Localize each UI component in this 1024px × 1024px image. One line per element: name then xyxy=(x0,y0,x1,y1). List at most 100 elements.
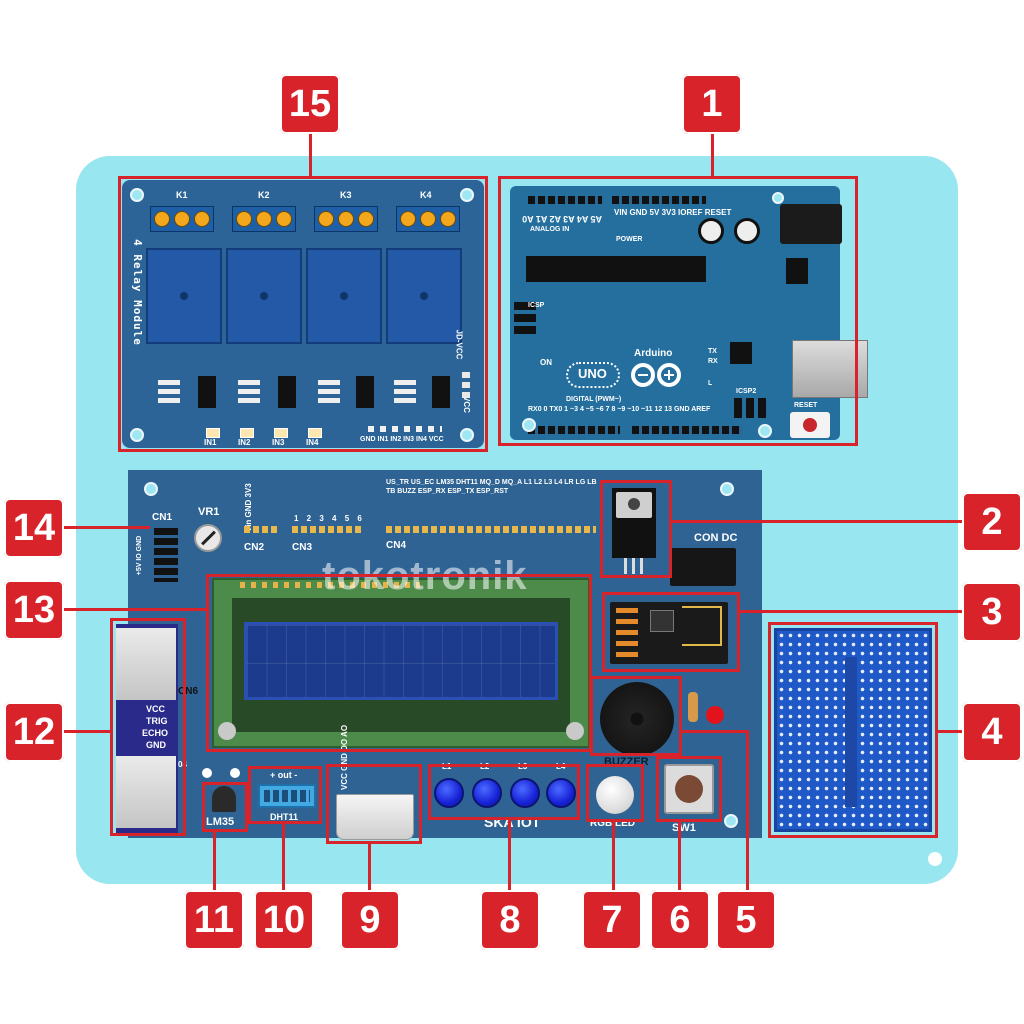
callout-14: 14 xyxy=(4,498,64,558)
red-led xyxy=(706,706,724,724)
mount-hole xyxy=(130,188,144,202)
usb-chip xyxy=(730,342,752,364)
relay-label-k3: K3 xyxy=(340,190,352,200)
relay-terminal-block xyxy=(396,206,460,232)
input-led-icon xyxy=(308,428,322,438)
arduino-power-label: POWER xyxy=(616,236,643,243)
dht11-label: DHT11 xyxy=(270,812,299,822)
input-label-in1: IN1 xyxy=(204,438,217,447)
cn3-label: CN3 xyxy=(292,542,313,553)
input-label-in4: IN4 xyxy=(306,438,319,447)
ultrasonic-sensor xyxy=(116,624,178,834)
arduino-digital-pins: RX0 0 TX0 1 ~3 4 ~5 ~6 7 8 ~9 ~10 ~11 12… xyxy=(528,406,711,413)
callout-11: 11 xyxy=(184,890,244,950)
box-relay-module xyxy=(118,176,488,452)
callout-9: 9 xyxy=(340,890,400,950)
mini-breadboard xyxy=(774,628,932,832)
box-sw1 xyxy=(656,756,722,822)
mount-hole xyxy=(460,428,474,442)
panel-hole xyxy=(928,852,942,866)
callout-13: 13 xyxy=(4,580,64,640)
screw-icon xyxy=(218,722,236,740)
box-breadboard xyxy=(768,622,938,838)
arduino-digital: DIGITAL (PWM~) xyxy=(566,396,622,403)
cn1-label: CN1 xyxy=(152,512,173,523)
digital-header-low xyxy=(528,426,620,434)
relay-label-k2: K2 xyxy=(258,190,270,200)
mount-hole xyxy=(758,424,772,438)
box-buzzer xyxy=(590,676,682,756)
vr1-label: VR1 xyxy=(198,506,220,518)
cn4-header xyxy=(386,526,596,533)
leader-8 xyxy=(508,818,511,892)
leader-7 xyxy=(612,820,615,892)
optocoupler xyxy=(432,376,450,408)
cn3-header xyxy=(292,526,362,533)
jumper-pins xyxy=(462,372,470,398)
arduino-infinity-logo xyxy=(628,362,684,388)
uno-logo-outline xyxy=(566,362,620,388)
leader-5a xyxy=(680,730,748,733)
relay-k2 xyxy=(226,248,302,344)
ultrasonic-echo: ECHO xyxy=(142,728,169,738)
box-rgb xyxy=(586,764,644,822)
rgb-led xyxy=(596,776,634,814)
cn3-pins: 1 2 3 4 5 6 xyxy=(294,514,365,523)
leader-9 xyxy=(368,842,371,892)
arduino-reset-label: RESET xyxy=(794,402,818,409)
relay-label-k1: K1 xyxy=(176,190,188,200)
lcd-pins xyxy=(240,582,420,588)
input-led-icon xyxy=(274,428,288,438)
hc04-label: 04 xyxy=(178,760,187,769)
relay-label-k4: K4 xyxy=(420,190,432,200)
sw1-label: SW1 xyxy=(672,822,696,834)
blue-led-l4 xyxy=(546,778,576,808)
con-dc-label: CON DC xyxy=(694,532,738,544)
ultrasonic-trig: TRIG xyxy=(146,716,168,726)
leader-1 xyxy=(711,130,714,178)
capacitor-icon xyxy=(734,218,760,244)
dc-jack-icon xyxy=(780,204,842,244)
blue-led-l2 xyxy=(472,778,502,808)
blue-led-l3 xyxy=(510,778,540,808)
leader-3 xyxy=(738,610,962,613)
leader-14 xyxy=(64,526,150,529)
pad-icon xyxy=(202,768,212,778)
mount-hole xyxy=(724,814,738,828)
arduino-rx: RX xyxy=(708,358,718,365)
potentiometer-icon[interactable] xyxy=(194,524,222,552)
push-button-sw1[interactable] xyxy=(664,764,714,814)
optocoupler xyxy=(198,376,216,408)
relay-k3 xyxy=(306,248,382,344)
box-regulator xyxy=(600,480,672,578)
resistor-icon xyxy=(688,692,698,722)
box-dht11 xyxy=(248,766,322,824)
arduino-on: ON xyxy=(540,358,552,367)
cn2-pins: Vin GND 3V3 xyxy=(244,483,253,532)
callout-8: 8 xyxy=(480,890,540,950)
input-led-icon xyxy=(206,428,220,438)
arduino-brand: Arduino xyxy=(634,348,673,359)
relay-k4 xyxy=(386,248,462,344)
input-label-in2: IN2 xyxy=(238,438,251,447)
microcontroller-chip xyxy=(526,256,706,282)
cn4-pins: US_TR US_EC LM35 DHT11 MQ_D MQ_A L1 L2 L… xyxy=(386,479,597,495)
callout-5: 5 xyxy=(716,890,776,950)
digital-header-high xyxy=(632,426,742,434)
leader-11 xyxy=(213,830,216,892)
voltage-regulator-7805 xyxy=(612,488,656,558)
box-lcd xyxy=(206,574,592,752)
leader-12 xyxy=(64,730,112,733)
ultrasonic-gnd: GND xyxy=(146,740,166,750)
cn1-pins: +5V IO GND xyxy=(136,535,144,576)
arduino-icsp: ICSP xyxy=(528,302,545,309)
relay-k1 xyxy=(146,248,222,344)
relay-terminal-block xyxy=(150,206,214,232)
relay-terminal-block xyxy=(314,206,378,232)
input-label-in3: IN3 xyxy=(272,438,285,447)
mount-hole xyxy=(522,418,536,432)
mq-gas-sensor xyxy=(336,794,414,840)
icsp-header xyxy=(514,302,536,336)
reset-button[interactable] xyxy=(790,412,830,438)
dht-out-label: + out - xyxy=(270,770,298,780)
